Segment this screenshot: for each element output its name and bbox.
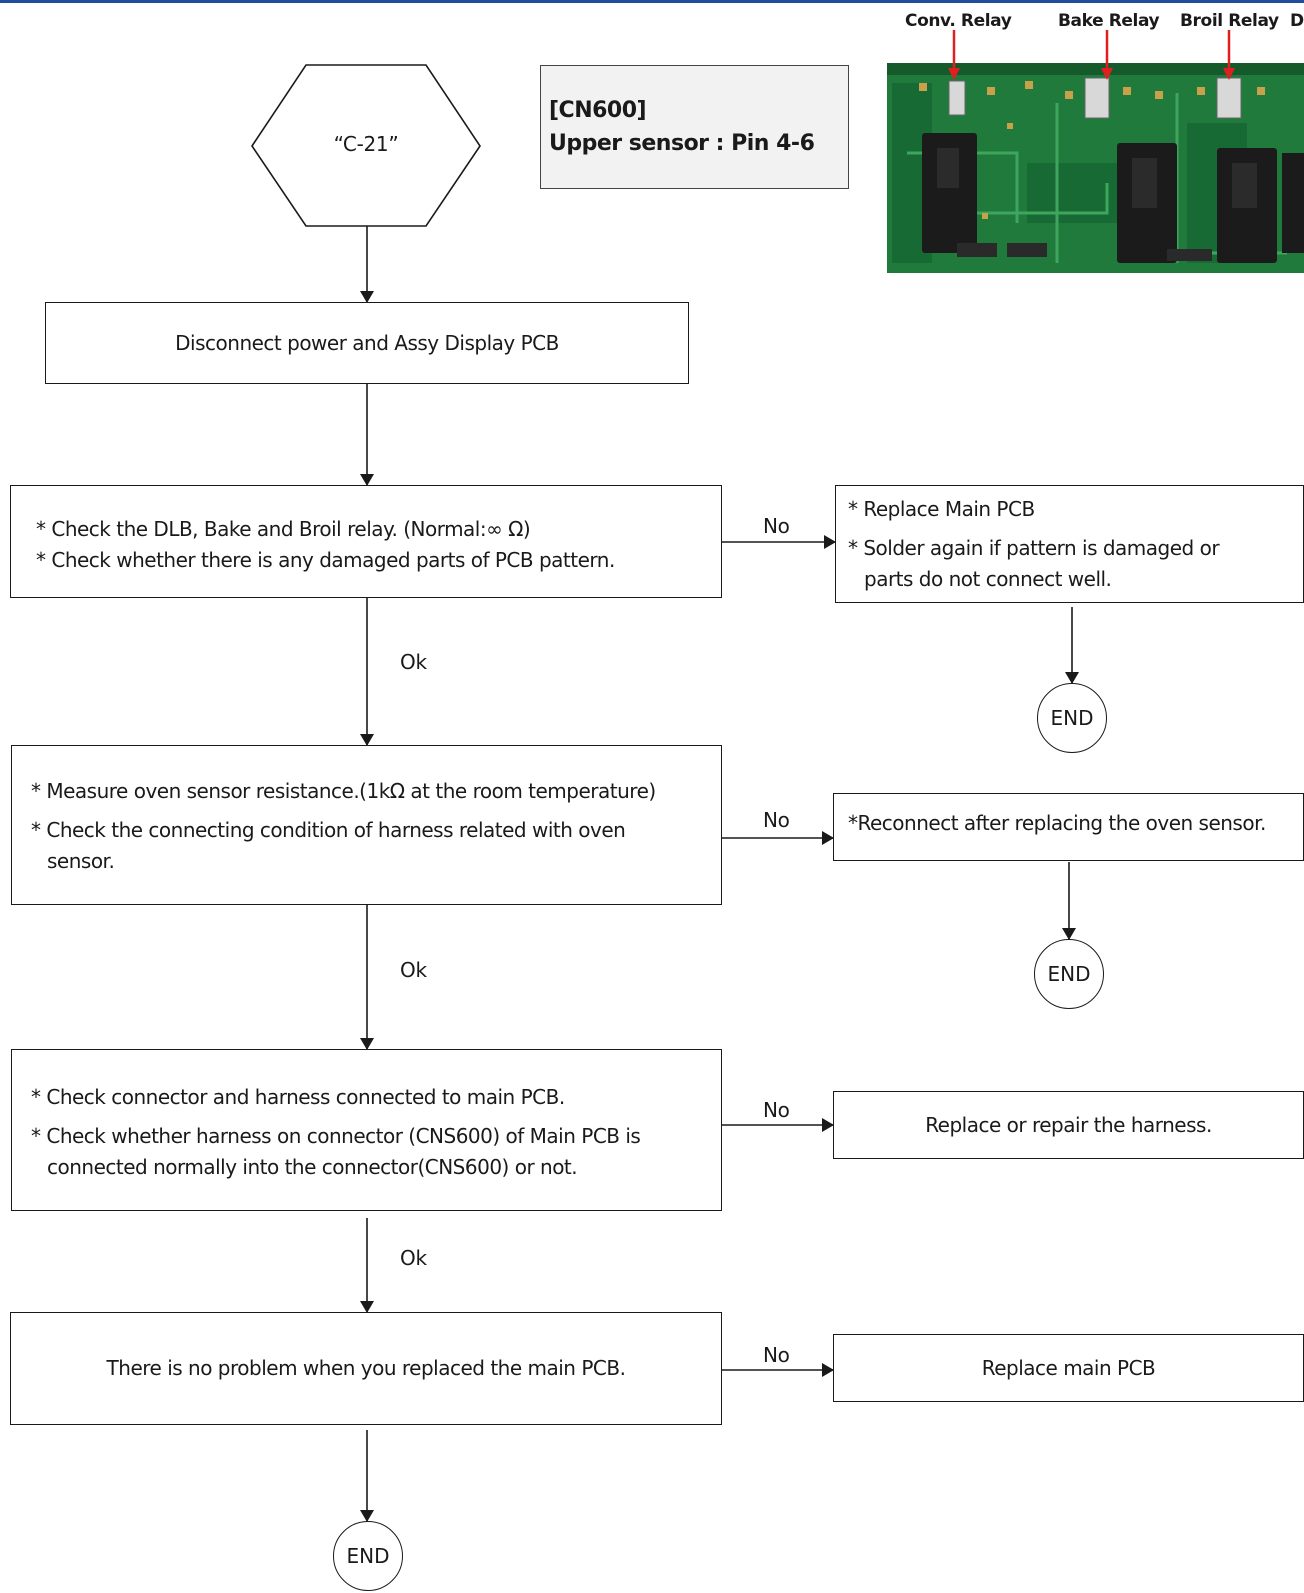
no-label-harness: No [763,1098,790,1122]
broil-relay-label: Broil Relay [1180,11,1279,31]
no-label-final: No [763,1343,790,1367]
harness-check-line-1: * Check connector and harness connected … [31,1085,565,1109]
reconnect-text: *Reconnect after replacing the oven sens… [848,811,1266,835]
end-terminal-main: END [333,1521,403,1591]
connector-note: [CN600] Upper sensor : Pin 4-6 [540,65,849,189]
relay-check-line-2: * Check whether there is any damaged par… [36,548,615,572]
harness-check-line-2: * Check whether harness on connector (CN… [31,1124,641,1148]
ok-label-harness: Ok [400,1246,427,1270]
replace-pcb-action: * Replace Main PCB * Solder again if pat… [835,485,1304,603]
no-label-sensor: No [763,808,790,832]
pcb-photo [887,63,1304,273]
replace-pcb-line-3: parts do not connect well. [864,567,1112,591]
relay-check-step: * Check the DLB, Bake and Broil relay. (… [10,485,722,598]
final-check-step: There is no problem when you replaced th… [10,1312,722,1425]
final-check-text: There is no problem when you replaced th… [106,1356,626,1380]
replace-main-action: Replace main PCB [833,1334,1304,1402]
replace-main-text: Replace main PCB [981,1355,1156,1380]
note-pins: Upper sensor : Pin 4-6 [549,131,815,156]
repair-harness-text: Replace or repair the harness. [925,1112,1212,1137]
no-label-relay: No [763,514,790,538]
replace-pcb-line-1: * Replace Main PCB [848,497,1035,521]
sensor-check-line-2: * Check the connecting condition of harn… [31,818,626,842]
start-code: “C-21” [333,132,399,156]
disconnect-step: Disconnect power and Assy Display PCB [45,302,689,384]
bake-relay-label: Bake Relay [1058,11,1160,31]
ok-label-sensor: Ok [400,958,427,982]
repair-harness-action: Replace or repair the harness. [833,1091,1304,1159]
end-terminal-pcb: END [1037,683,1107,753]
end-terminal-sensor: END [1034,939,1104,1009]
harness-check-line-3: connected normally into the connector(CN… [47,1155,578,1179]
reconnect-action: *Reconnect after replacing the oven sens… [833,793,1304,861]
replace-pcb-line-2: * Solder again if pattern is damaged or [848,536,1220,560]
start-hexagon [251,64,481,227]
sensor-check-step: * Measure oven sensor resistance.(1kΩ at… [11,745,722,905]
note-connector: [CN600] [549,98,647,123]
harness-check-step: * Check connector and harness connected … [11,1049,722,1211]
ok-label-relay: Ok [400,650,427,674]
conv-relay-label: Conv. Relay [905,11,1012,31]
dl-relay-label: Dl [1290,11,1304,31]
sensor-check-line-1: * Measure oven sensor resistance.(1kΩ at… [31,779,656,803]
relay-check-line-1: * Check the DLB, Bake and Broil relay. (… [36,517,531,541]
disconnect-text: Disconnect power and Assy Display PCB [175,330,559,355]
sensor-check-line-3: sensor. [47,849,115,873]
top-accent-bar [0,0,1304,3]
